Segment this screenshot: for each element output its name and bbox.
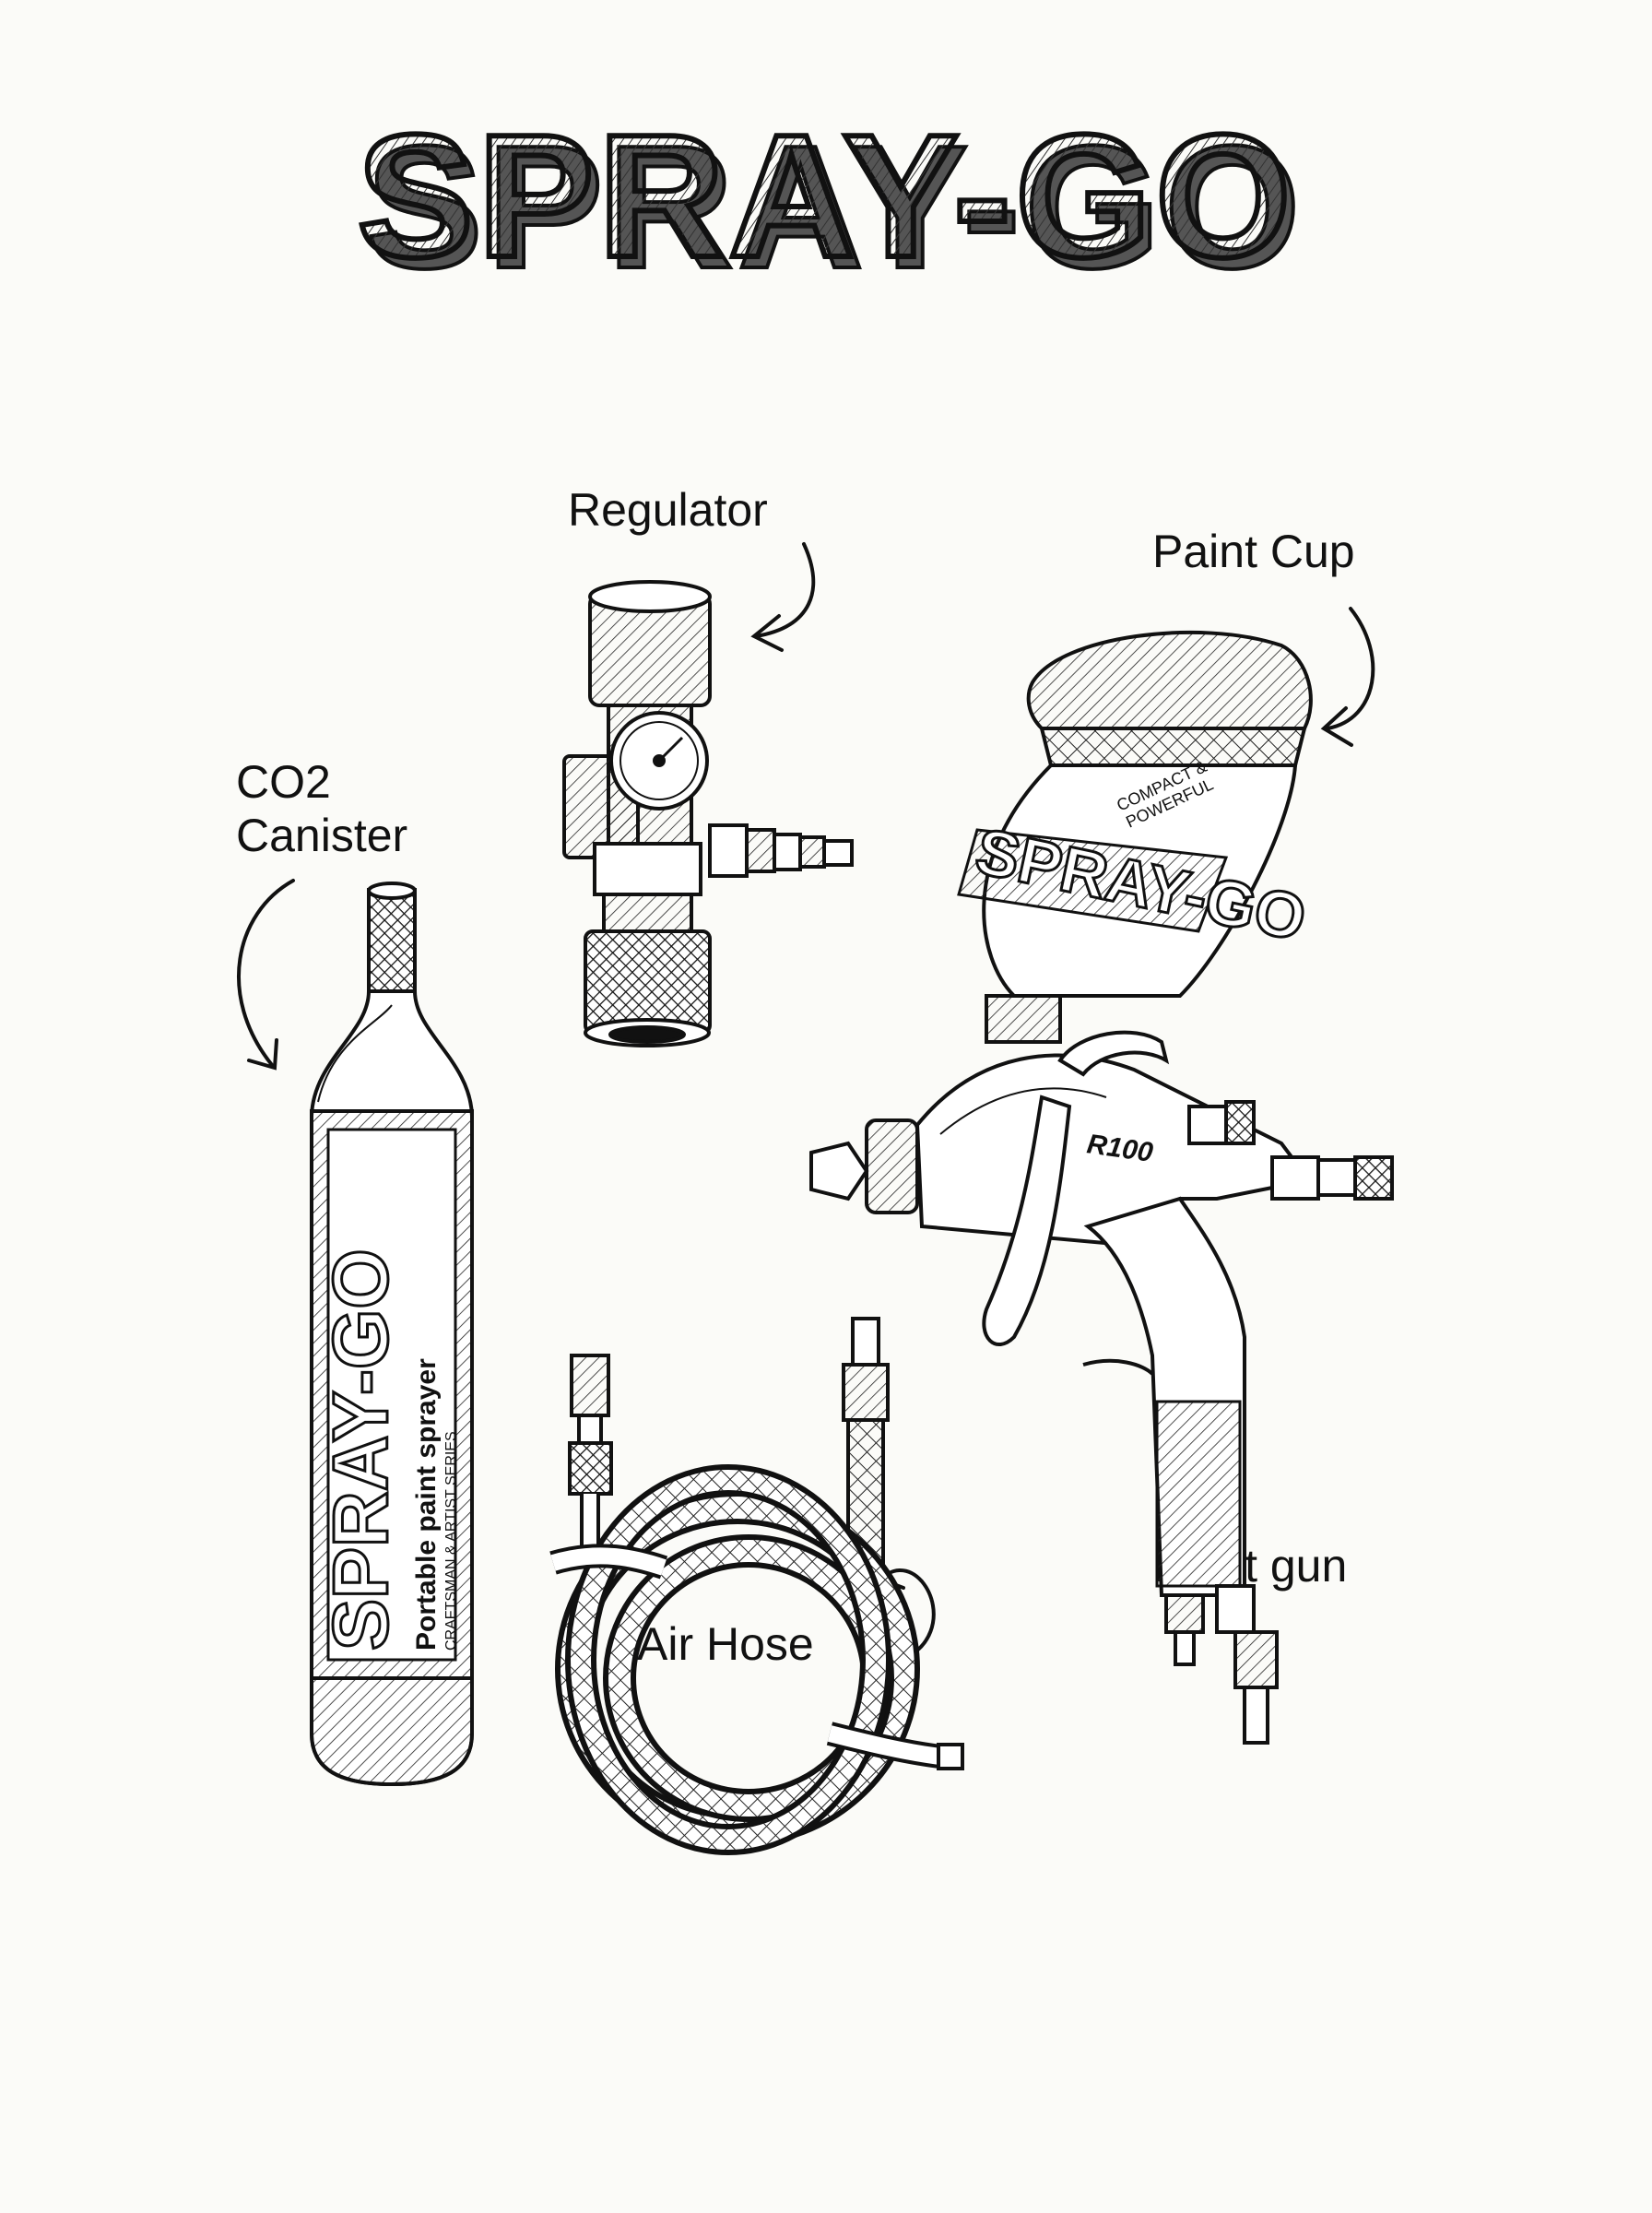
arrow-co2-canister <box>236 879 295 1071</box>
canister-series-text: CRAFTSMAN & ARTIST SERIES <box>443 1431 459 1651</box>
page-title: SPRAY-GO <box>357 99 1295 294</box>
label-regulator: Regulator <box>568 484 768 536</box>
title-block: SPRAY-GO SPRAY-GO <box>354 96 1304 295</box>
trigger-lever <box>982 1095 1072 1346</box>
title-shadow: SPRAY-GO <box>366 110 1304 295</box>
paint-gun-drawing: SPRAY-GO COMPACT & POWERFUL R100 <box>809 630 1394 1745</box>
co2-canister-drawing: SPRAY-GO Portable paint sprayer CRAFTSMA… <box>310 882 474 1787</box>
label-co2-canister: CO2 Canister <box>236 756 407 862</box>
arrow-regulator <box>750 542 816 652</box>
regulator-drawing <box>562 580 854 1047</box>
canister-brand-text: SPRAY-GO <box>317 1249 404 1651</box>
air-hose-drawing <box>549 1317 964 1855</box>
label-air-hose: Air Hose <box>637 1618 814 1670</box>
label-paint-cup: Paint Cup <box>1152 526 1355 577</box>
canister-tagline-text: Portable paint sprayer <box>411 1358 442 1651</box>
label-co2-line1: CO2 <box>236 756 331 808</box>
arrow-paint-cup <box>1320 607 1375 747</box>
label-co2-line2: Canister <box>236 809 408 861</box>
